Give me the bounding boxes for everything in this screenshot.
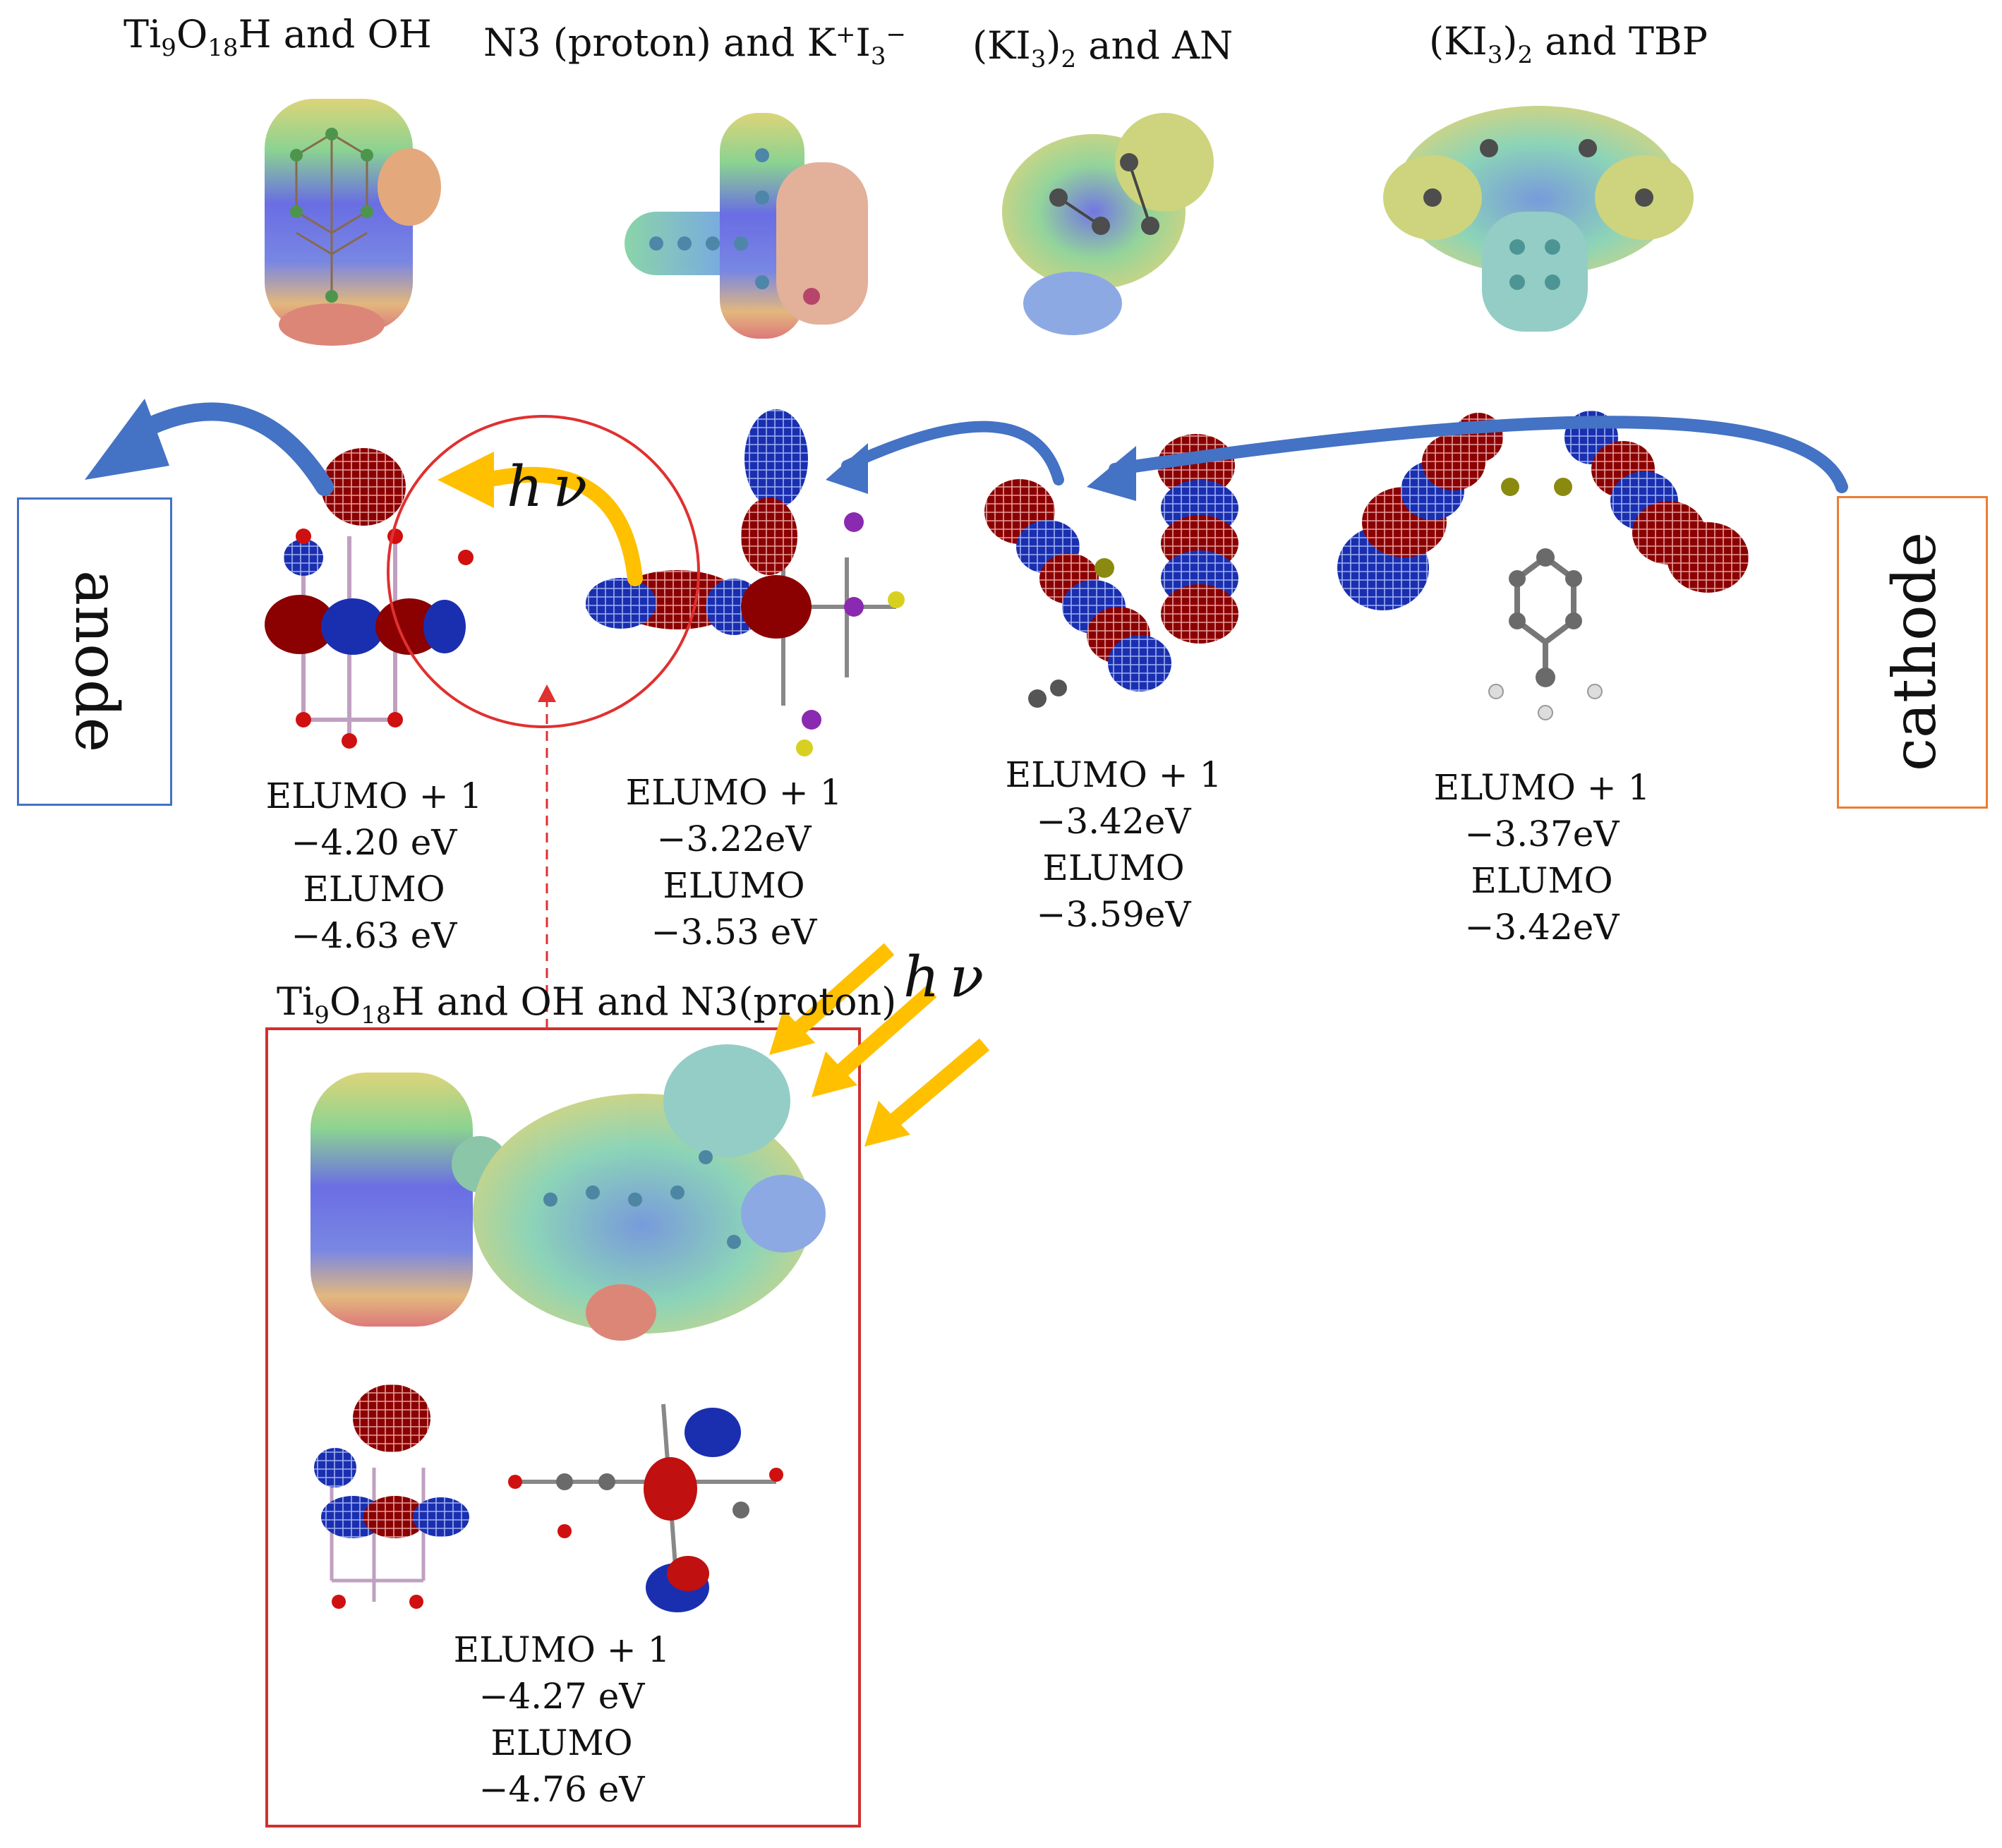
energy-ti9o18h-oh: ELUMO + 1 −4.20 eV ELUMO −4.63 eV <box>261 773 487 959</box>
energy-n3-ki3: ELUMO + 1 −3.22eV ELUMO −3.53 eV <box>621 769 847 955</box>
orbital-ki3-an <box>984 434 1238 708</box>
title-part: and TBP <box>1533 19 1708 64</box>
elumo1-value: −3.37eV <box>1464 814 1620 854</box>
orbital-ti9o18h-oh <box>265 448 474 749</box>
title-part: Ti <box>123 12 162 56</box>
title-subscript: 3 <box>870 42 886 71</box>
title-subscript: 2 <box>1061 44 1077 73</box>
elumo1-label: ELUMO + 1 <box>265 775 483 816</box>
photon-curved-arrow <box>479 466 643 586</box>
elumo1-value: −4.20 eV <box>291 822 457 863</box>
title-part: ) <box>1046 23 1061 68</box>
photon-nu: ν <box>949 944 984 1010</box>
elumo-label: ELUMO <box>1042 847 1185 888</box>
title-subscript: 18 <box>207 33 239 62</box>
electron-arrow-to-anode-head <box>85 399 169 480</box>
elumo-value: −4.63 eV <box>291 915 457 956</box>
title-combined-system: Ti9O18H and OH and N3(proton) <box>277 983 896 1027</box>
title-part: (KI <box>972 23 1031 68</box>
title-subscript: 9 <box>161 33 176 62</box>
electron-arrow-to-anode <box>132 402 334 496</box>
elumo1-value: −3.42eV <box>1036 801 1191 842</box>
electron-arrow-from-cathode-head <box>1087 446 1136 501</box>
excitation-dashed-link-head <box>538 684 556 702</box>
title-ti9o18h-oh: Ti9O18H and OH <box>123 16 432 60</box>
title-part: (KI <box>1429 19 1488 64</box>
anode-box: anode <box>17 497 172 806</box>
elumo-value: −4.76 eV <box>478 1769 645 1810</box>
elumo-value: −3.53 eV <box>651 912 817 953</box>
elumo1-value: −3.22eV <box>656 819 812 859</box>
title-part: Ti <box>277 979 315 1024</box>
title-ki3-an: (KI3)2 and AN <box>972 27 1233 71</box>
elumo-label: ELUMO <box>663 865 805 906</box>
electron-arrow-n3-from-ki3-an <box>841 421 1064 485</box>
electron-arrow-from-cathode <box>1109 416 1848 493</box>
orbital-combined <box>314 1384 783 1612</box>
photon-h: h <box>903 944 940 1010</box>
title-subscript: 9 <box>314 1001 330 1029</box>
elumo1-label: ELUMO + 1 <box>1005 754 1222 795</box>
title-subscript: 3 <box>1030 44 1047 73</box>
photon-nu: ν <box>553 454 588 519</box>
title-part: O <box>329 979 361 1024</box>
title-part: H and OH <box>238 12 432 56</box>
title-part: ) <box>1502 19 1518 64</box>
incident-light-arrowheads <box>769 1009 910 1147</box>
excitation-highlight-circle <box>387 415 700 728</box>
energy-ki3-an: ELUMO + 1 −3.42eV ELUMO −3.59eV <box>1001 751 1226 938</box>
esp-surface-combined <box>310 1044 826 1341</box>
cathode-label: cathode <box>1880 531 1949 771</box>
incident-light-arrows <box>792 943 990 1128</box>
elumo-value: −3.59eV <box>1036 894 1191 935</box>
elumo-label: ELUMO <box>303 869 445 910</box>
combined-system-frame <box>265 1027 861 1828</box>
title-subscript: 18 <box>361 1001 392 1029</box>
elumo-label: ELUMO <box>490 1722 633 1763</box>
esp-surface-ki3-an <box>1002 113 1214 335</box>
anode-label: anode <box>62 570 131 753</box>
title-part: O <box>176 12 208 56</box>
cathode-box: cathode <box>1837 496 1988 809</box>
orbital-n3-ki3 <box>586 409 905 756</box>
esp-surface-ti9o18h-oh <box>265 99 441 346</box>
title-part: and AN <box>1076 23 1234 68</box>
esp-surface-ki3-tbp <box>1383 106 1694 332</box>
elumo1-label: ELUMO + 1 <box>625 772 843 813</box>
orbital-ki3-tbp <box>1337 411 1749 720</box>
title-superscript: − <box>886 20 906 49</box>
title-part: I <box>855 20 871 65</box>
title-ki3-tbp: (KI3)2 and TBP <box>1429 23 1708 67</box>
title-part: N3 (proton) and K <box>483 20 836 65</box>
photon-curved-arrow-head <box>438 452 494 508</box>
title-superscript: + <box>836 20 856 49</box>
elumo1-label: ELUMO + 1 <box>1433 767 1651 808</box>
title-part: H and OH and N3(proton) <box>391 979 897 1024</box>
elumo1-label: ELUMO + 1 <box>453 1629 670 1670</box>
title-subscript: 3 <box>1487 40 1503 69</box>
esp-surface-n3-ki3 <box>625 113 868 339</box>
elumo-label: ELUMO <box>1471 860 1613 901</box>
energy-combined-system: ELUMO + 1 −4.27 eV ELUMO −4.76 eV <box>449 1626 675 1813</box>
elumo-value: −3.42eV <box>1464 907 1620 948</box>
title-n3-ki3: N3 (proton) and K+I3− <box>483 23 906 68</box>
elumo1-value: −4.27 eV <box>478 1676 645 1717</box>
title-subscript: 2 <box>1517 40 1533 69</box>
electron-arrow-n3-head <box>826 443 868 494</box>
energy-ki3-tbp: ELUMO + 1 −3.37eV ELUMO −3.42eV <box>1429 764 1655 950</box>
photon-h: h <box>507 454 543 519</box>
